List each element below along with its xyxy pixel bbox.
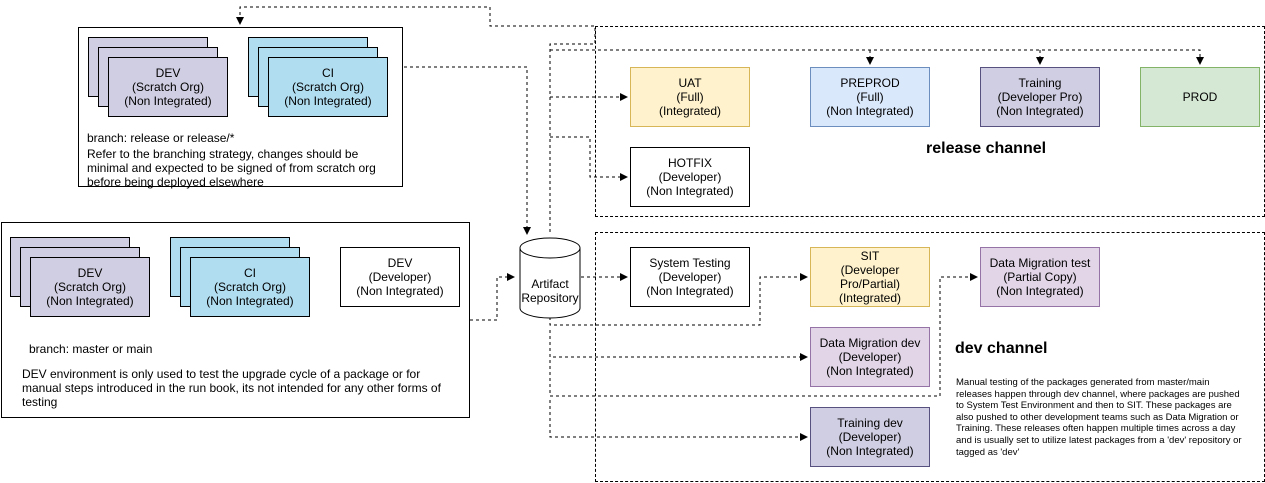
release-channel-title: release channel (926, 140, 1047, 157)
main-dev-developer-org[interactable]: DEV (Developer) (Non Integrated) (340, 247, 460, 307)
node-line: (Scratch Org) (131, 80, 204, 94)
node-line: (Developer) (838, 430, 902, 444)
node-line: (Full) (856, 90, 884, 104)
node-line: PREPROD (840, 76, 900, 90)
node-line: DEV (77, 266, 103, 280)
node-line: UAT (678, 76, 702, 90)
main-branch-label: branch: master or main (29, 342, 153, 356)
node-line: PROD (1182, 90, 1218, 104)
node-line: HOTFIX (668, 156, 712, 170)
dev-channel-note: Manual testing of the packages generated… (956, 377, 1242, 458)
artifact-repository-label[interactable]: Artifact Repository (518, 277, 582, 305)
connector (470, 273, 515, 321)
hotfix-environment[interactable]: HOTFIX (Developer) (Non Integrated) (630, 147, 750, 207)
node-line: DEV (155, 66, 181, 80)
node-line: (Integrated) (658, 104, 722, 118)
node-line: (Developer) (838, 350, 902, 364)
node-line: Artifact (531, 277, 569, 291)
node-line: (Non Integrated) (356, 284, 444, 298)
node-line: (Non Integrated) (646, 184, 734, 198)
node-line: DEV (387, 256, 413, 270)
node-line: (Developer) (658, 270, 722, 284)
connector (404, 66, 531, 235)
node-line: CI (322, 66, 334, 80)
node-line: Repository (521, 291, 579, 305)
release-branch-note: Refer to the branching strategy, changes… (87, 147, 376, 189)
node-line: Training (1018, 76, 1062, 90)
data-migration-dev-environment[interactable]: Data Migration dev (Developer) (Non Inte… (810, 327, 930, 387)
node-line: Training dev (837, 416, 903, 430)
node-line: (Non Integrated) (646, 284, 734, 298)
node-line: (Developer Pro) (997, 90, 1083, 104)
release-dev-scratch-org[interactable]: DEV (Scratch Org) (Non Integrated) (108, 57, 228, 117)
node-line: CI (244, 266, 256, 280)
node-line: (Developer) (368, 270, 432, 284)
node-line: (Non Integrated) (826, 104, 914, 118)
node-line: System Testing (649, 256, 731, 270)
training-dev-environment[interactable]: Training dev (Developer) (Non Integrated… (810, 407, 930, 467)
system-testing-environment[interactable]: System Testing (Developer) (Non Integrat… (630, 247, 750, 307)
uat-environment[interactable]: UAT (Full) (Integrated) (630, 67, 750, 127)
dev-channel-title: dev channel (955, 340, 1048, 357)
node-line: (Non Integrated) (826, 364, 914, 378)
node-line: (Scratch Org) (213, 280, 286, 294)
release-branch-label: branch: release or release/* (87, 131, 235, 145)
node-line: (Scratch Org) (291, 80, 364, 94)
node-line: (Non Integrated) (996, 284, 1084, 298)
preprod-environment[interactable]: PREPROD (Full) (Non Integrated) (810, 67, 930, 127)
node-line: (Developer (840, 263, 900, 277)
node-line: (Non Integrated) (826, 444, 914, 458)
prod-environment[interactable]: PROD (1140, 67, 1260, 127)
main-dev-scratch-org[interactable]: DEV (Scratch Org) (Non Integrated) (30, 257, 150, 317)
node-line: Pro/Partial) (839, 277, 901, 291)
main-ci-scratch-org[interactable]: CI (Scratch Org) (Non Integrated) (190, 257, 310, 317)
node-line: (Scratch Org) (53, 280, 126, 294)
release-ci-scratch-org[interactable]: CI (Scratch Org) (Non Integrated) (268, 57, 388, 117)
training-environment[interactable]: Training (Developer Pro) (Non Integrated… (980, 67, 1100, 127)
node-line: (Non Integrated) (284, 94, 372, 108)
node-line: (Non Integrated) (996, 104, 1084, 118)
node-line: (Partial Copy) (1003, 270, 1077, 284)
node-line: (Non Integrated) (206, 294, 294, 308)
data-migration-test-environment[interactable]: Data Migration test (Partial Copy) (Non … (980, 247, 1100, 307)
node-line: (Non Integrated) (124, 94, 212, 108)
node-line: (Full) (676, 90, 704, 104)
main-branch-note: DEV environment is only used to test the… (22, 367, 441, 409)
node-line: Data Migration test (989, 256, 1091, 270)
node-line: SIT (860, 249, 880, 263)
node-line: Data Migration dev (819, 336, 921, 350)
node-line: (Non Integrated) (46, 294, 134, 308)
node-line: (Integrated) (838, 291, 902, 305)
sit-environment[interactable]: SIT (Developer Pro/Partial) (Integrated) (810, 247, 930, 307)
node-line: (Developer) (658, 170, 722, 184)
